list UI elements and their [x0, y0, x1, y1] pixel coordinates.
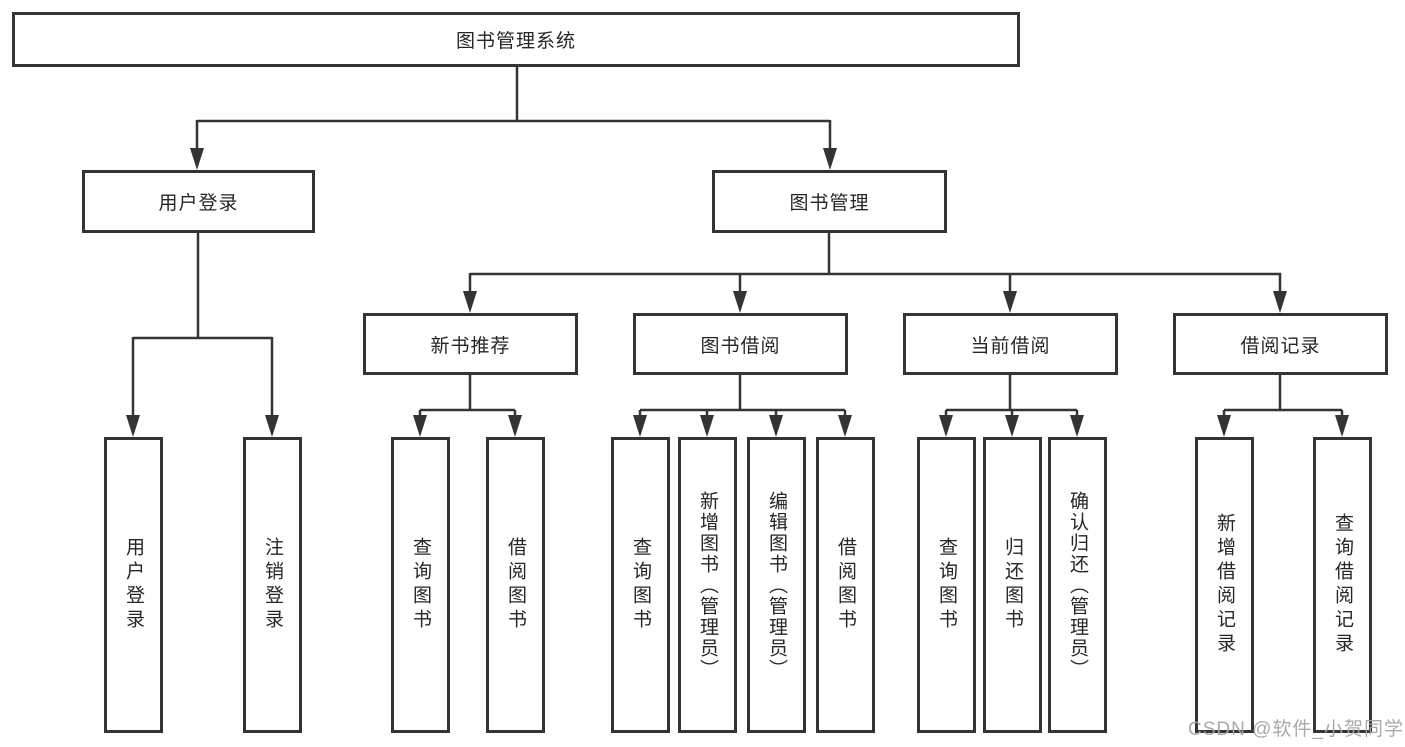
- leaf-current-confirm-return-admin: 确认归还（管理员）: [1048, 437, 1107, 733]
- leaf-records-query-record: 查询借阅记录: [1313, 437, 1372, 733]
- leaf-current-return-book: 归还图书: [983, 437, 1042, 733]
- leaf-borrow-query-book: 查询图书: [611, 437, 670, 733]
- leaf-records-add-record: 新增借阅记录: [1195, 437, 1254, 733]
- node-current-borrow: 当前借阅: [903, 313, 1118, 375]
- node-borrow-records: 借阅记录: [1173, 313, 1388, 375]
- leaf-borrow-borrow-book: 借阅图书: [816, 437, 875, 733]
- node-book-borrow: 图书借阅: [633, 313, 848, 375]
- leaf-recommend-query-book: 查询图书: [391, 437, 450, 733]
- node-user-login: 用户登录: [82, 170, 315, 233]
- leaf-user-login: 用户登录: [104, 437, 163, 733]
- leaf-borrow-add-book-admin: 新增图书（管理员）: [678, 437, 737, 733]
- watermark: CSDN @软件_小贺同学: [1188, 719, 1404, 740]
- leaf-logout: 注销登录: [243, 437, 302, 733]
- node-new-book-recommend: 新书推荐: [363, 313, 578, 375]
- arrowheads: [126, 148, 1349, 437]
- node-book-management: 图书管理: [712, 170, 947, 233]
- leaf-recommend-borrow-book: 借阅图书: [486, 437, 545, 733]
- node-library-system: 图书管理系统: [12, 12, 1020, 67]
- leaf-borrow-edit-book-admin: 编辑图书（管理员）: [747, 437, 806, 733]
- leaf-current-query-book: 查询图书: [917, 437, 976, 733]
